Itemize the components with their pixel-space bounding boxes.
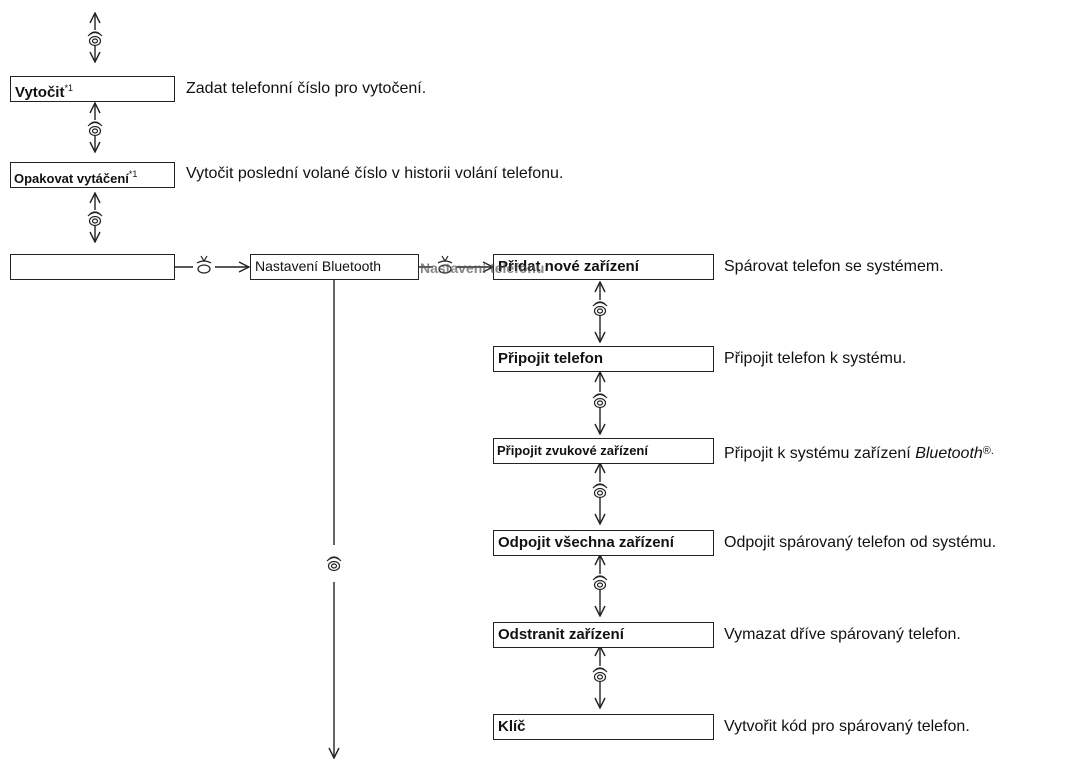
menu-box-redial[interactable]: Opakovat vytáčení*1 <box>10 162 175 188</box>
phone-knob-icon <box>87 211 103 227</box>
menu-box-connect-phone[interactable]: Připojit telefon <box>493 346 714 372</box>
menu-desc-disconnect-all: Odpojit spárovaný telefon od systému. <box>724 534 997 551</box>
menu-box-connect-audio[interactable]: Připojit zvukové zařízení <box>493 438 714 464</box>
phone-knob-icon <box>592 301 608 317</box>
menu-box-remove-device[interactable]: Odstranit zařízení <box>493 622 714 648</box>
phone-knob-icon <box>87 31 103 47</box>
menu-box-add-device-label: Přidat nové zařízení <box>498 258 639 275</box>
phone-knob-icon <box>592 483 608 499</box>
menu-box-passkey[interactable]: Klíč <box>493 714 714 740</box>
phone-knob-icon <box>592 575 608 591</box>
menu-desc-redial: Vytočit poslední volané číslo v historii… <box>186 165 564 182</box>
menu-desc-connect-phone: Připojit telefon k systému. <box>724 350 907 367</box>
menu-box-bluetooth-settings-label: Nastavení Bluetooth <box>255 258 382 274</box>
menu-box-bluetooth-settings[interactable]: Nastavení Bluetooth <box>250 254 419 280</box>
press-knob-icon <box>437 255 453 274</box>
phone-knob-icon <box>326 556 342 572</box>
menu-box-connect-audio-label: Připojit zvukové zařízení <box>497 443 648 458</box>
phone-knob-icon <box>592 393 608 409</box>
menu-box-disconnect-all[interactable]: Odpojit všechna zařízení <box>493 530 714 556</box>
menu-box-add-device[interactable]: Přidat nové zařízení <box>493 254 714 280</box>
phone-knob-icon <box>592 667 608 683</box>
menu-desc-remove-device: Vymazat dříve spárovaný telefon. <box>724 626 961 643</box>
menu-desc-add-device: Spárovat telefon se systémem. <box>724 258 944 275</box>
menu-box-redial-label: Opakovat vytáčení <box>14 171 129 186</box>
menu-box-connect-phone-label: Připojit telefon <box>498 350 603 367</box>
registered-mark: ®. <box>982 445 994 457</box>
menu-box-dial[interactable]: Vytočit*1 <box>10 76 175 102</box>
phone-settings-header: Nastavení telefonu <box>420 260 545 276</box>
menu-desc-connect-audio: Připojit k systému zařízení Bluetooth®. <box>724 440 994 465</box>
menu-box-dial-label: Vytočit <box>15 84 65 101</box>
press-knob-icon <box>196 255 212 274</box>
menu-box-blank[interactable] <box>10 254 175 280</box>
menu-desc-dial: Zadat telefonní číslo pro vytočení. <box>186 80 427 97</box>
menu-box-passkey-label: Klíč <box>498 718 526 735</box>
footnote-mark: *1 <box>128 169 138 179</box>
footnote-mark: *1 <box>64 83 73 93</box>
menu-desc-connect-audio-text: Připojit k systému zařízení <box>724 445 911 462</box>
menu-desc-passkey: Vytvořit kód pro spárovaný telefon. <box>724 718 970 735</box>
bluetooth-brand: Bluetooth <box>915 445 983 462</box>
menu-box-remove-device-label: Odstranit zařízení <box>498 626 624 643</box>
menu-box-disconnect-all-label: Odpojit všechna zařízení <box>498 534 674 551</box>
phone-knob-icon <box>87 121 103 137</box>
